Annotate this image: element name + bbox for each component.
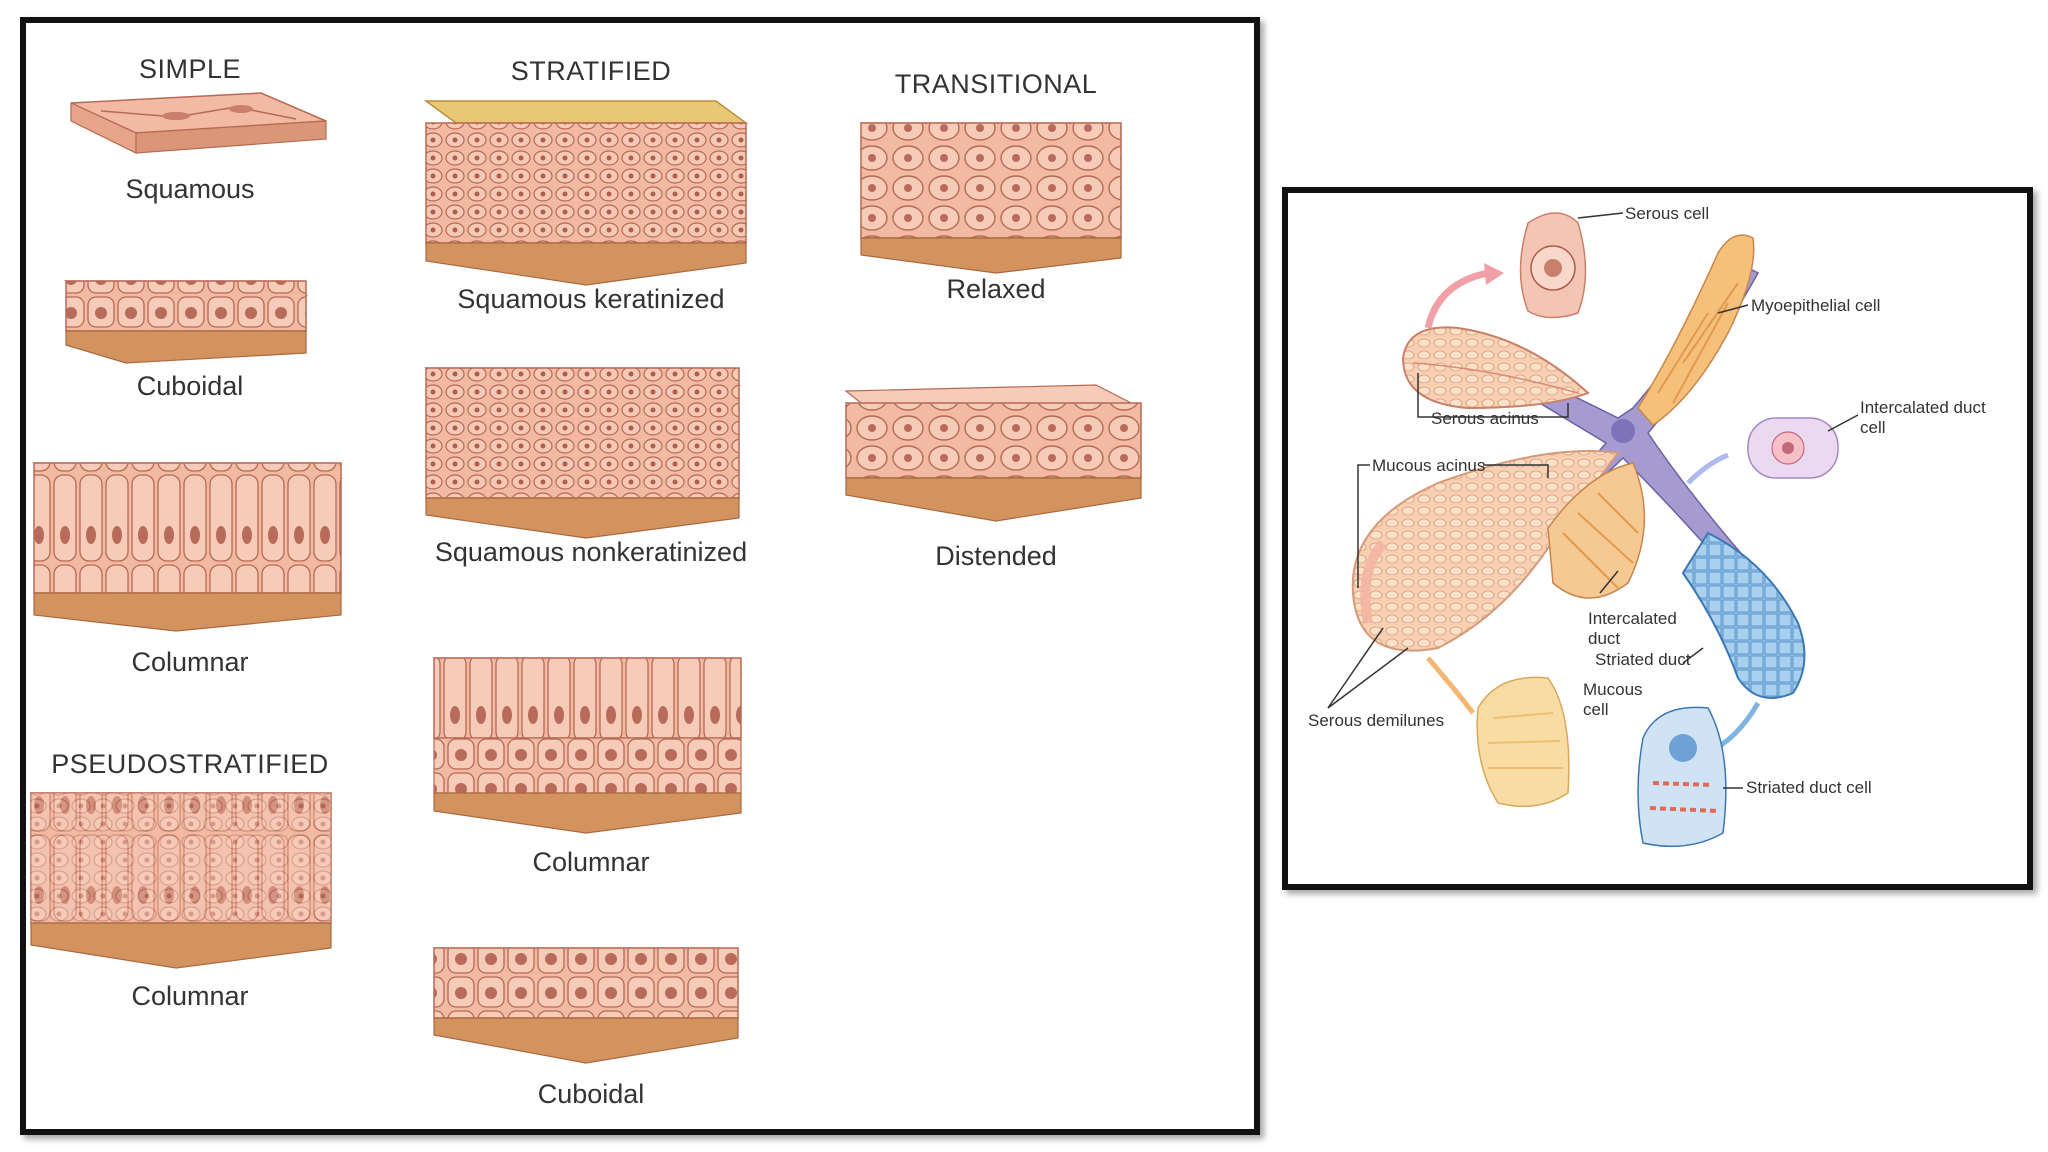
arrow-to-intercalated-cell: [1686, 452, 1729, 485]
transitional-distended-illustration: [844, 384, 1142, 522]
stratified-squamous-nonkeratinized-illustration: [424, 367, 742, 539]
label-stratified-squamous-keratinized: Squamous keratinized: [457, 284, 724, 314]
myoepithelial-lobe: [1637, 234, 1755, 426]
label-simple-squamous: Squamous: [125, 174, 254, 204]
arrow-to-mucous-cell: [1426, 656, 1475, 715]
leader-serous-demilunes-2: [1327, 647, 1409, 709]
bracket-mucous-acinus-right: [1483, 464, 1549, 478]
label-mucous-acinus: Mucous acinus: [1372, 456, 1485, 475]
label-mucous-cell-1: Mucous: [1583, 680, 1643, 699]
label-intercalated-duct-2: duct: [1588, 629, 1620, 648]
heading-transitional: TRANSITIONAL: [895, 69, 1098, 99]
striated-duct: [1681, 531, 1806, 699]
epithelium-types-panel: SIMPLE Squamous Cuboidal Columnar PSEUDO…: [20, 17, 1260, 1135]
leader-intercalated-duct-cell: [1827, 414, 1859, 432]
epithelium-illustration: SIMPLE Squamous Cuboidal Columnar PSEUDO…: [29, 54, 1142, 1109]
label-serous-demilunes: Serous demilunes: [1308, 711, 1444, 730]
label-simple-cuboidal: Cuboidal: [137, 371, 244, 401]
label-simple-columnar: Columnar: [131, 647, 248, 677]
leader-myoepithelial-cell: [1717, 304, 1749, 314]
simple-columnar-illustration: [32, 462, 344, 632]
leader-striated-duct: [1682, 647, 1704, 664]
serous-acinus: [1401, 326, 1590, 410]
label-serous-cell: Serous cell: [1625, 204, 1709, 223]
label-stratified-columnar: Columnar: [532, 847, 649, 877]
stratified-cuboidal-illustration: [432, 947, 740, 1064]
striated-duct-cell-detail: [1637, 706, 1727, 848]
bracket-mucous-acinus: [1357, 464, 1370, 588]
leader-serous-demilunes-1: [1327, 627, 1384, 709]
heading-pseudostratified: PSEUDOSTRATIFIED: [51, 749, 329, 779]
leader-serous-cell: [1577, 212, 1624, 219]
pseudostratified-columnar-illustration: [29, 792, 333, 969]
transitional-relaxed-illustration: [860, 122, 1122, 274]
label-serous-acinus: Serous acinus: [1431, 409, 1539, 428]
label-mucous-cell-2: cell: [1583, 700, 1609, 719]
leader-intercalated-duct: [1599, 570, 1619, 594]
label-stratified-squamous-nonkeratinized: Squamous nonkeratinized: [435, 537, 747, 567]
serous-cell-detail: [1519, 212, 1587, 319]
heading-stratified: STRATIFIED: [511, 56, 672, 86]
stratified-columnar-illustration: [432, 657, 743, 834]
intercalated-duct-cell-detail: [1747, 417, 1839, 479]
label-intercalated-duct-cell-1: Intercalated duct: [1860, 398, 1986, 417]
mucous-cell-detail: [1476, 676, 1570, 808]
label-pseudostratified-columnar: Columnar: [131, 981, 248, 1011]
salivary-gland-panel: Serous cell Myoepithelial cell Serous ac…: [1282, 187, 2033, 890]
heading-simple: SIMPLE: [139, 54, 241, 84]
arrow-to-serous-cell: [1424, 269, 1489, 329]
gland-illustration: Serous cell Myoepithelial cell Serous ac…: [1308, 204, 1986, 848]
stratified-squamous-keratinized-illustration: [423, 100, 749, 286]
label-myoepithelial-cell: Myoepithelial cell: [1751, 296, 1880, 315]
label-intercalated-duct-cell-2: cell: [1860, 418, 1886, 437]
arrow-head-serous: [1484, 263, 1504, 285]
bracket-serous-acinus: [1417, 373, 1569, 418]
label-striated-duct: Striated duct: [1595, 650, 1691, 669]
myoepithelial-wrapped-lobe: [1547, 462, 1646, 599]
label-intercalated-duct-1: Intercalated: [1588, 609, 1677, 628]
simple-cuboidal-illustration: [63, 280, 309, 364]
label-transitional-relaxed: Relaxed: [946, 274, 1045, 304]
simple-squamous-illustration: [70, 92, 327, 154]
label-transitional-distended: Distended: [935, 541, 1057, 571]
label-striated-duct-cell: Striated duct cell: [1746, 778, 1872, 797]
label-stratified-cuboidal: Cuboidal: [538, 1079, 645, 1109]
